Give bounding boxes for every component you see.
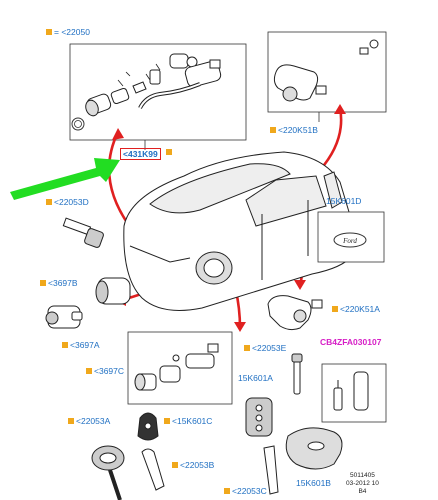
label-cb4zfa030107: CB4ZFA030107 — [320, 337, 382, 347]
label-3697a: <3697A — [62, 340, 100, 350]
ignition-lock-frame — [127, 331, 233, 405]
key-blade-22053b — [141, 448, 165, 491]
label-22053b: <22053B — [172, 460, 214, 470]
footer-line-2: 03-2012 10 — [346, 480, 379, 487]
square-marker — [46, 199, 52, 205]
lock-cylinder-3697a — [45, 305, 83, 329]
label-22053d: <22053D — [46, 197, 89, 207]
diagram-footer: 5011405 03-2012 10 B4 — [346, 472, 379, 496]
key-blank-22053d — [62, 217, 104, 248]
pin-22053e — [291, 353, 303, 395]
square-marker — [68, 418, 74, 424]
adhesive-kit-box — [321, 363, 387, 423]
door-latch-220k51a — [267, 295, 323, 331]
label-220k51b: <220K51B — [270, 125, 318, 135]
label-15k601c: <15K601C — [164, 416, 212, 426]
key-head-15k601c — [137, 412, 159, 441]
square-marker — [270, 127, 276, 133]
ford-logo-text: Ford — [342, 237, 357, 245]
square-marker — [244, 345, 250, 351]
label-22053c: <22053C — [224, 486, 267, 496]
label-431k99-marker — [166, 149, 172, 155]
footer-line-1: 5011405 — [350, 472, 375, 479]
legend-text: = <22050 — [54, 27, 90, 37]
lock-cylinder-3697b — [95, 277, 131, 305]
label-3697b: <3697B — [40, 278, 78, 288]
label-220k51a: <220K51A — [332, 304, 380, 314]
label-15k601b: 15K601B — [296, 478, 331, 488]
vehicle-outline — [123, 151, 353, 311]
label-22053e: <22053E — [244, 343, 286, 353]
square-marker — [224, 488, 230, 494]
label-22053a: <22053A — [68, 416, 110, 426]
door-latch-frame — [267, 31, 387, 122]
square-marker — [332, 306, 338, 312]
key-blade-22053c — [263, 445, 279, 495]
label-431k99: <431K99 — [120, 148, 161, 160]
smart-key-15k601b — [285, 427, 343, 470]
square-marker — [172, 462, 178, 468]
label-3697c: <3697C — [86, 366, 124, 376]
square-marker — [62, 342, 68, 348]
key-22053a — [91, 445, 125, 500]
square-marker — [86, 368, 92, 374]
legend-square — [46, 29, 52, 35]
green-pointer-arrow — [10, 158, 120, 200]
ford-badge-box: Ford — [317, 211, 385, 263]
label-15k601d: 15K601D — [326, 196, 362, 206]
legend-marker: = <22050 — [46, 27, 90, 37]
lock-assembly-frame — [69, 43, 247, 150]
square-marker — [40, 280, 46, 286]
square-marker — [166, 149, 172, 155]
footer-line-3: B4 — [358, 488, 367, 495]
square-marker — [164, 418, 170, 424]
label-15k601a: 15K601A — [238, 373, 273, 383]
remote-key-15k601a — [245, 397, 273, 437]
